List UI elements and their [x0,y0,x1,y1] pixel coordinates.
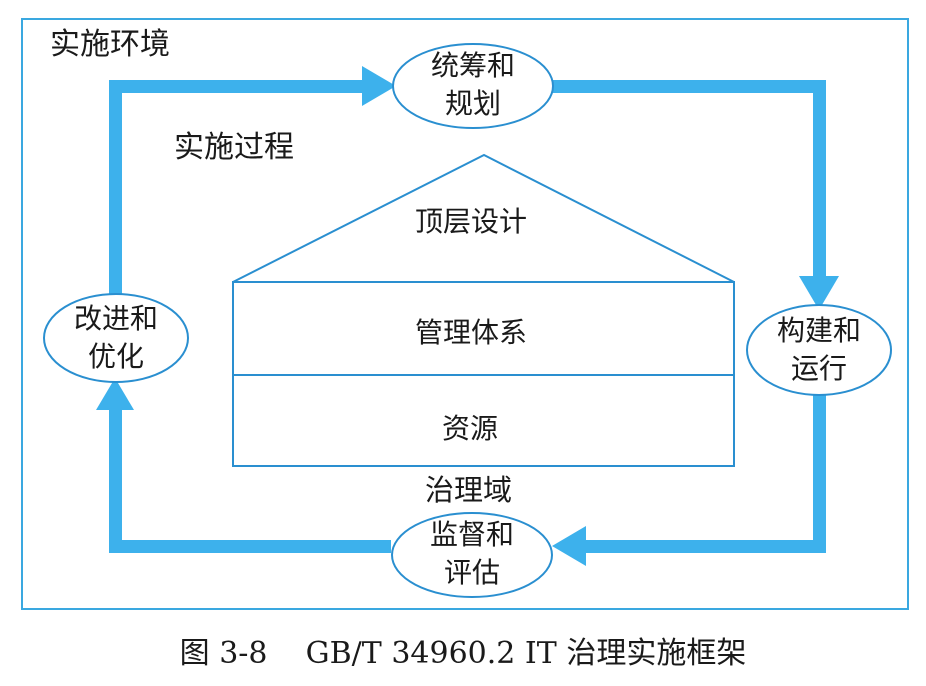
cycle-segment-bottom-left [109,540,391,553]
node-build-line-1: 构建和 [776,314,861,347]
cycle-segment-right-lower [813,395,826,553]
environment-label: 实施环境 [50,27,170,62]
house-middle-label: 管理体系 [415,316,528,349]
node-plan-line-1: 统筹和 [430,49,515,82]
cycle-segment-bottom-right [572,540,826,553]
house-top-label: 顶层设计 [415,205,528,238]
node-monitor-ellipse [391,512,553,598]
environment-frame [21,18,909,610]
process-label: 实施过程 [174,130,294,165]
cycle-segment-top-right [550,80,826,93]
arrowhead-to-monitor [552,526,586,566]
cycle-segment-right-upper [813,80,826,280]
node-build-line-2: 运行 [790,352,847,385]
node-improve-line-1: 改进和 [73,302,158,335]
arrowhead-to-plan [362,66,396,106]
cycle-segment-left-lower [109,405,122,553]
node-plan-line-2: 规划 [444,87,501,120]
domain-label: 治理域 [425,473,513,507]
cycle-segment-left-upper [109,80,122,300]
node-improve-label: 改进和 优化 [56,300,176,376]
arrowhead-to-build [799,276,839,310]
cycle-path [109,80,826,553]
node-monitor-line-2: 评估 [443,556,500,589]
node-monitor-label: 监督和 评估 [412,516,532,592]
house-bottom-label: 资源 [442,412,499,445]
arrowhead-to-improve [96,378,134,410]
node-plan-ellipse [392,43,554,129]
node-monitor-line-1: 监督和 [429,518,514,551]
node-build-label: 构建和 运行 [759,312,879,388]
node-improve-line-2: 优化 [87,340,144,373]
node-improve-ellipse [43,293,189,383]
node-plan-label: 统筹和 规划 [413,47,533,123]
node-build-ellipse [746,304,892,396]
cycle-segment-top-left [109,80,374,93]
figure-caption: 图 3-8 GB/T 34960.2 IT 治理实施框架 [179,636,747,671]
